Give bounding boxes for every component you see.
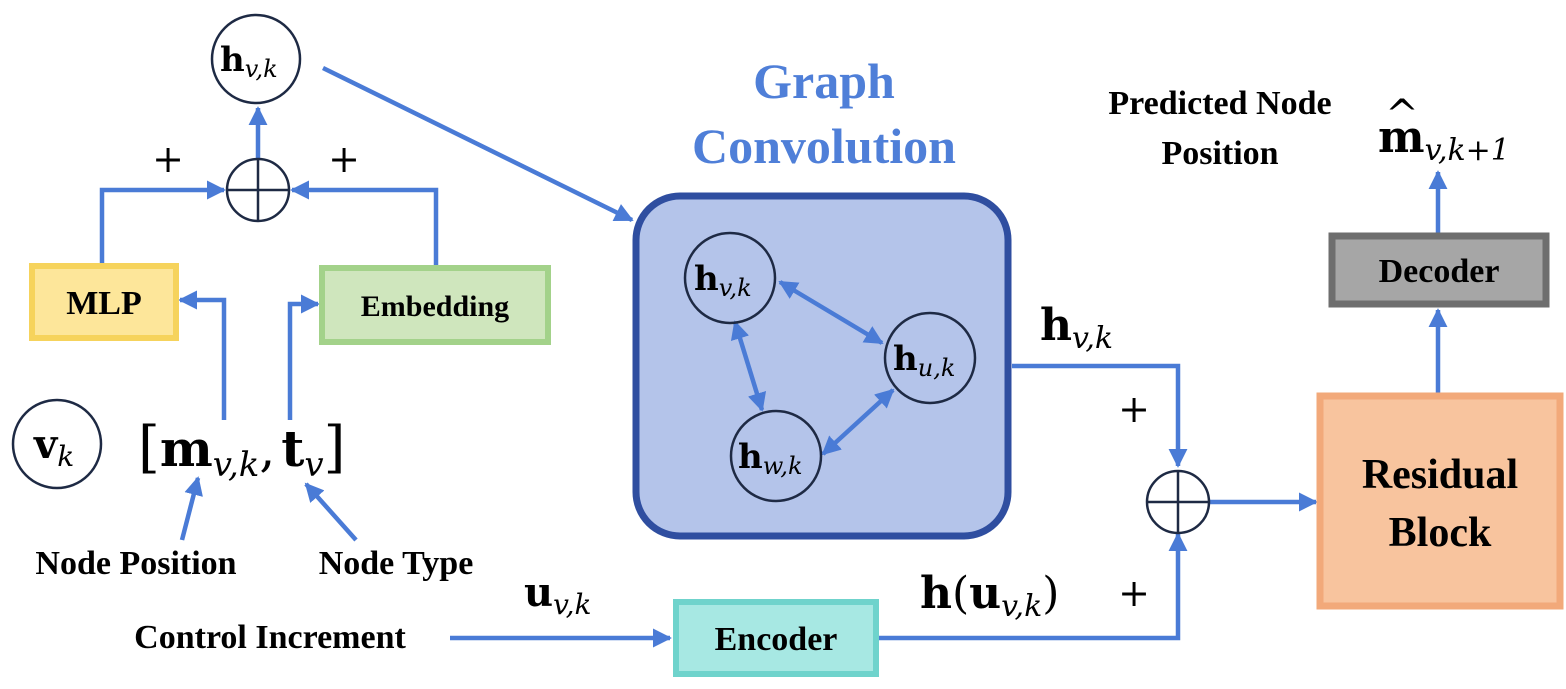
control-increment-label: Control Increment bbox=[134, 619, 406, 656]
adder-top bbox=[225, 157, 291, 223]
arrow-m-to-mlp bbox=[178, 290, 227, 420]
mlp-label: MLP bbox=[66, 285, 142, 322]
node-position-label: Node Position bbox=[35, 545, 236, 582]
mlp-block bbox=[29, 263, 179, 341]
edge-v-u bbox=[778, 280, 884, 345]
svg-text:hv,k: hv,k bbox=[694, 259, 752, 302]
graph-node-hwk: hw,k bbox=[729, 409, 823, 503]
m-hat-output-label: mv,k+1 bbox=[1378, 112, 1510, 168]
plus-sign-upper: + bbox=[1118, 387, 1150, 431]
plus-sign-right: + bbox=[328, 137, 360, 181]
svg-text:hw,k: hw,k bbox=[738, 437, 803, 480]
plus-sign-left: + bbox=[152, 137, 184, 181]
encoder-label: Encoder bbox=[715, 621, 838, 658]
decoder-block bbox=[1328, 232, 1550, 308]
graph-convolution-box bbox=[632, 192, 1012, 540]
predicted-label-line2: Position bbox=[1161, 135, 1278, 172]
connectors bbox=[99, 65, 1448, 648]
residual-block bbox=[1316, 392, 1564, 610]
decoder-label: Decoder bbox=[1379, 253, 1500, 290]
svg-text:hu,k: hu,k bbox=[893, 339, 955, 382]
arrow-encoder-to-adder bbox=[878, 532, 1188, 641]
edge-v-w bbox=[730, 320, 767, 412]
node-hvk-top: hv,k bbox=[210, 13, 302, 105]
graph-title-line1: Graph bbox=[753, 53, 895, 109]
arrow-nodepos-to-m bbox=[179, 476, 203, 541]
edge-w-u bbox=[821, 388, 895, 456]
input-vector: [mv,k,tv] bbox=[138, 415, 345, 485]
arrow-mlp-to-adder bbox=[99, 180, 226, 264]
node-type-label: Node Type bbox=[319, 545, 474, 582]
u-vk-label: uv,k bbox=[524, 569, 591, 621]
embedding-block bbox=[319, 265, 551, 345]
plus-sign-bottom: + bbox=[1118, 571, 1150, 615]
svg-text:hv,k: hv,k bbox=[220, 40, 278, 83]
graph-node-huk: hu,k bbox=[883, 311, 977, 405]
h-u-vk-label: h(uv,k) bbox=[920, 568, 1059, 624]
predicted-label-line1: Predicted Node bbox=[1108, 85, 1331, 122]
residual-label-line1: Residual bbox=[1362, 452, 1518, 498]
residual-label-line2: Block bbox=[1389, 510, 1492, 556]
encoder-block bbox=[673, 599, 879, 677]
graph-node-hvk: hv,k bbox=[683, 231, 777, 325]
graph-title-line2: Convolution bbox=[692, 118, 956, 174]
embedding-label: Embedding bbox=[361, 290, 509, 323]
arrow-embedding-to-adder bbox=[290, 180, 439, 266]
arrow-graph-to-adder bbox=[1012, 363, 1188, 468]
svg-text:vk: vk bbox=[33, 421, 74, 473]
m-hat-accent: ^ bbox=[1385, 92, 1419, 138]
h-vk-output-label: hv,k bbox=[1040, 300, 1113, 356]
arrow-hvk-to-graph bbox=[322, 65, 634, 223]
adder-bottom bbox=[1145, 469, 1211, 535]
arrow-t-to-embedding bbox=[287, 294, 320, 420]
node-vk: vk bbox=[11, 398, 103, 490]
arrow-nodetype-to-t bbox=[304, 482, 358, 542]
